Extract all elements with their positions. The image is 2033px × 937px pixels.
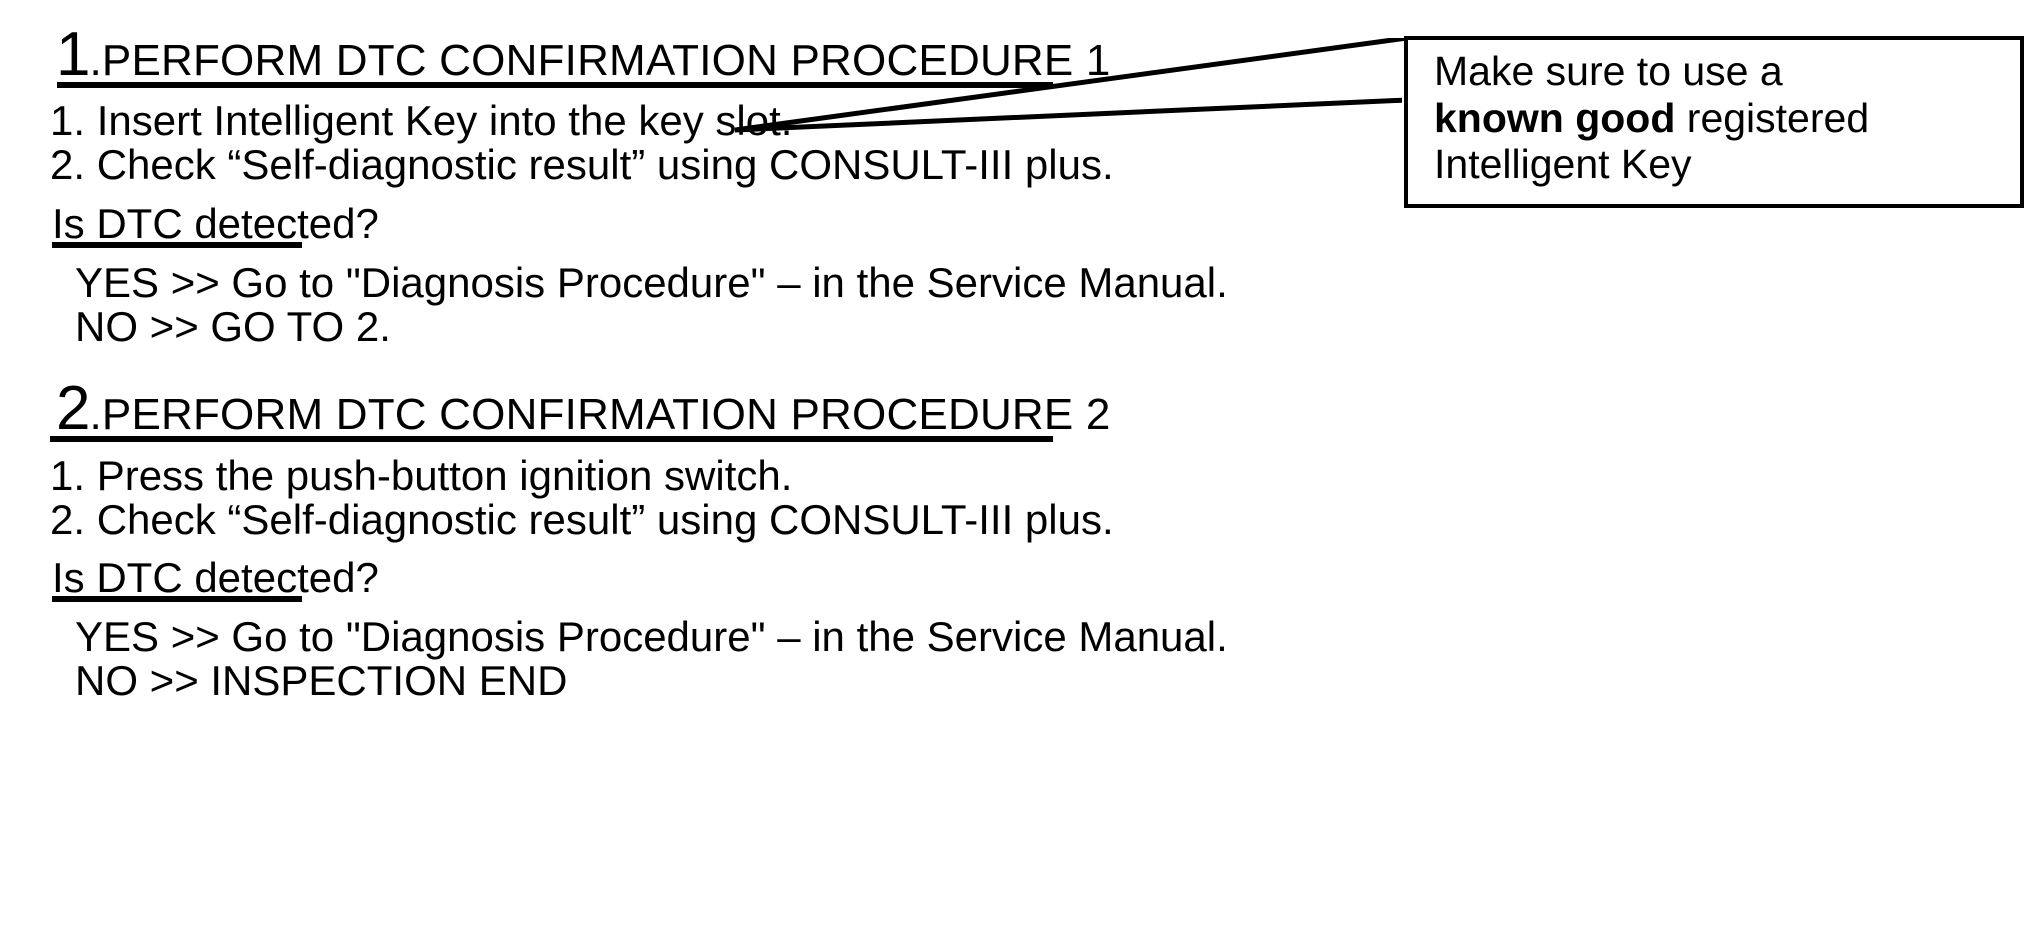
section-1-step-2: 2. Check “Self-diagnostic result” using … xyxy=(50,141,1114,188)
section-2-question: Is DTC detected? xyxy=(52,554,379,601)
callout-box xyxy=(1404,36,2024,208)
section-1-heading-underline xyxy=(57,82,1053,88)
callout-line-3: Intelligent Key xyxy=(1434,141,1692,188)
section-2-step-1: 1. Press the push-button ignition switch… xyxy=(50,452,793,499)
callout-line-1: Make sure to use a xyxy=(1434,48,1783,94)
section-2-heading-underline xyxy=(50,436,1053,442)
section-1-question: Is DTC detected? xyxy=(52,200,379,247)
section-2-number: 2 xyxy=(56,374,90,443)
callout-text: Make sure to use a known good registered… xyxy=(1434,48,2024,188)
section-1-step-1: 1. Insert Intelligent Key into the key s… xyxy=(50,97,793,144)
section-2-step-2: 2. Check “Self-diagnostic result” using … xyxy=(50,496,1114,543)
section-1-question-underline xyxy=(52,242,302,248)
section-2-heading: 2.PERFORM DTC CONFIRMATION PROCEDURE 2 xyxy=(56,378,1111,440)
section-1-number: 1 xyxy=(56,20,90,89)
section-2-branch-no: NO >> INSPECTION END xyxy=(75,657,568,704)
callout-line-2: known good registered xyxy=(1434,95,2024,142)
callout-emphasis: known good xyxy=(1434,94,1676,141)
section-1-title: .PERFORM DTC CONFIRMATION PROCEDURE 1 xyxy=(89,36,1111,85)
section-1-branch-yes: YES >> Go to "Diagnosis Procedure" – in … xyxy=(75,259,1228,306)
section-2-question-underline xyxy=(52,596,302,602)
section-2-branch-yes: YES >> Go to "Diagnosis Procedure" – in … xyxy=(75,613,1228,660)
section-2-title: .PERFORM DTC CONFIRMATION PROCEDURE 2 xyxy=(89,390,1111,439)
section-1-branch-no: NO >> GO TO 2. xyxy=(75,303,391,350)
callout-line-2-rest: registered xyxy=(1675,94,1870,141)
section-1-heading: 1.PERFORM DTC CONFIRMATION PROCEDURE 1 xyxy=(56,24,1111,86)
